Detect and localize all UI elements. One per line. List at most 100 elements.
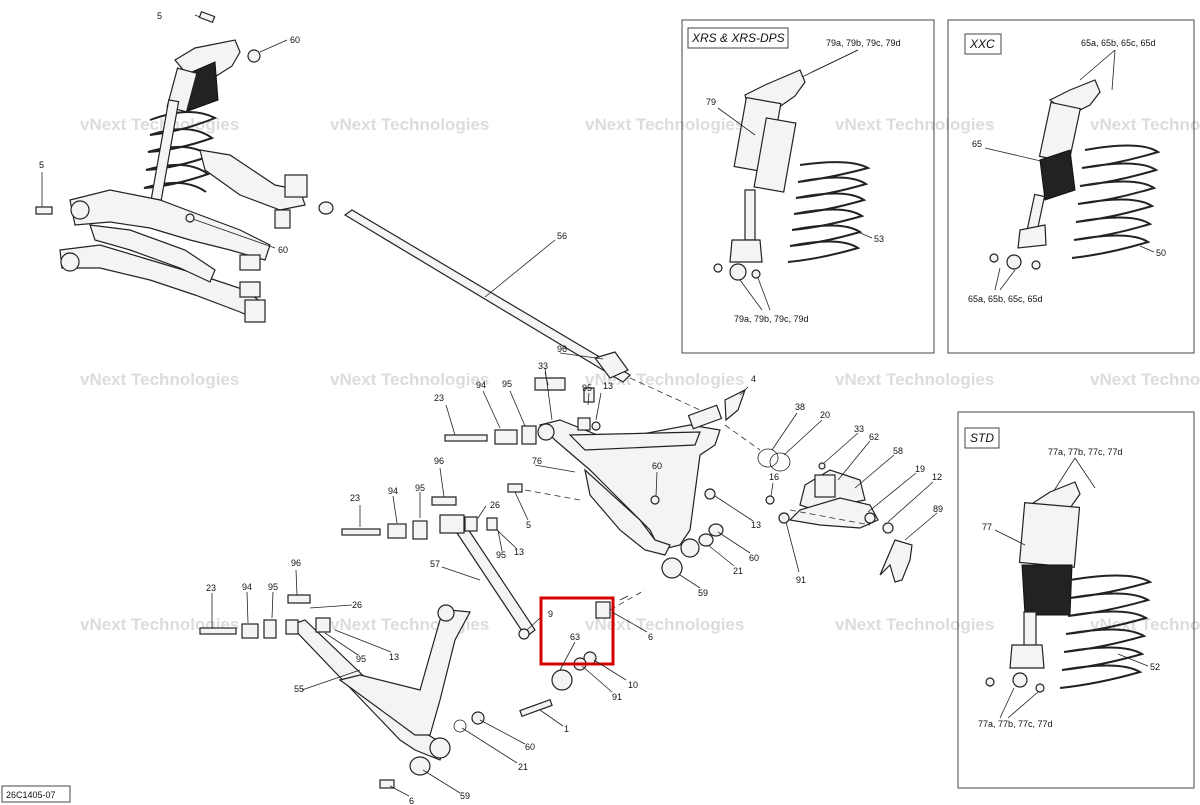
xxc-spring-label: 50: [1156, 248, 1166, 258]
drawing-code: 26C1405-07: [6, 790, 56, 800]
xxc-frame: [947, 19, 1195, 354]
xxc-option-box: XXC 65a, 65b, 65c, 65d 65a, 65b, 65c, 65…: [947, 19, 1195, 354]
std-shock-label: 77: [982, 522, 992, 532]
callout-1: 1: [564, 724, 569, 734]
callout-26: 26: [352, 600, 362, 610]
xrs-frame: [681, 19, 935, 354]
leader-lines: [211, 352, 938, 797]
callout-60: 60: [525, 742, 535, 752]
callout-63: 63: [570, 632, 580, 642]
callout-33: 33: [538, 361, 548, 371]
std-option-box: STD 77a, 77b, 77c, 77d 77a, 77b, 77c, 77…: [957, 411, 1195, 789]
drive-shaft: [343, 209, 701, 411]
watermark: vNext Technologies: [835, 615, 994, 634]
callout-23: 23: [434, 393, 444, 403]
upper-a-arm: [444, 377, 747, 579]
callout-5: 5: [39, 160, 44, 170]
callout-94: 94: [388, 486, 398, 496]
xxc-ref-bottom: 65a, 65b, 65c, 65d: [968, 294, 1043, 304]
callout-95: 95: [415, 483, 425, 493]
xxc-title-frame: [964, 33, 1002, 55]
callout-10: 10: [628, 680, 638, 690]
callout-76: 76: [532, 456, 542, 466]
callout-4: 4: [751, 374, 756, 384]
std-ref-top: 77a, 77b, 77c, 77d: [1048, 447, 1123, 457]
callout-6: 6: [648, 632, 653, 642]
steering-knuckle: [724, 424, 913, 583]
callout-23: 23: [206, 583, 216, 593]
xxc-shock-label: 65: [972, 139, 982, 149]
callout-13: 13: [514, 547, 524, 557]
front-suspension-assembly: [35, 11, 334, 323]
callout-labels: 5 60 5 60 56 96 33 23 94 95 95 13 4 38 2…: [39, 11, 943, 805]
callout-94: 94: [476, 380, 486, 390]
callout-33: 33: [854, 424, 864, 434]
xrs-title-frame: [687, 27, 789, 49]
xrs-ref-bottom: 79a, 79b, 79c, 79d: [734, 314, 809, 324]
callout-94: 94: [242, 582, 252, 592]
lower-ball-joint-parts: [519, 589, 646, 718]
callout-95: 95: [496, 550, 506, 560]
callout-38: 38: [795, 402, 805, 412]
callout-60: 60: [749, 553, 759, 563]
callout-12: 12: [932, 472, 942, 482]
callout-96: 96: [291, 558, 301, 568]
watermark: vNext Technologies: [585, 115, 744, 134]
std-title: STD: [970, 431, 994, 445]
xrs-spring-label: 53: [874, 234, 884, 244]
callout-95: 95: [502, 379, 512, 389]
callout-13: 13: [751, 520, 761, 530]
xxc-title: XXC: [969, 37, 995, 51]
std-ref-bottom: 77a, 77b, 77c, 77d: [978, 719, 1053, 729]
callout-13: 13: [389, 652, 399, 662]
radius-rod: [341, 496, 536, 640]
watermark: vNext Technologies: [1090, 370, 1200, 389]
callout-5: 5: [157, 11, 162, 21]
drawing-code-box: 26C1405-07: [1, 785, 71, 803]
callout-5: 5: [526, 520, 531, 530]
watermark: vNext Technologies: [835, 115, 994, 134]
callout-21: 21: [518, 762, 528, 772]
callout-91: 91: [612, 692, 622, 702]
watermark: vNext Technologies: [80, 115, 239, 134]
callout-95: 95: [582, 383, 592, 393]
callout-16: 16: [769, 472, 779, 482]
xrs-title: XRS & XRS-DPS: [691, 31, 785, 45]
callout-89: 89: [933, 504, 943, 514]
callout-23: 23: [350, 493, 360, 503]
callout-96: 96: [434, 456, 444, 466]
callout-21: 21: [733, 566, 743, 576]
callout-60: 60: [652, 461, 662, 471]
watermark: vNext Technologies: [330, 115, 489, 134]
callout-13: 13: [603, 381, 613, 391]
callout-56: 56: [557, 231, 567, 241]
std-title-frame: [964, 427, 1000, 449]
callout-62: 62: [869, 432, 879, 442]
callout-59: 59: [698, 588, 708, 598]
callout-60: 60: [278, 245, 288, 255]
callout-20: 20: [820, 410, 830, 420]
watermark: vNext Technologies: [80, 370, 239, 389]
watermark: vNext Technologies: [330, 370, 489, 389]
callout-96: 96: [557, 344, 567, 354]
callout-6: 6: [409, 796, 414, 805]
std-spring-label: 52: [1150, 662, 1160, 672]
callout-91: 91: [796, 575, 806, 585]
callout-9: 9: [548, 609, 553, 619]
watermark: vNext Technologies: [835, 370, 994, 389]
callout-19: 19: [915, 464, 925, 474]
callout-60: 60: [290, 35, 300, 45]
xrs-option-box: XRS & XRS-DPS 79a, 79b, 79c, 79d 79a, 79…: [681, 19, 935, 354]
xrs-shock-label: 79: [706, 97, 716, 107]
callout-59: 59: [460, 791, 470, 801]
xxc-ref-top: 65a, 65b, 65c, 65d: [1081, 38, 1156, 48]
std-frame: [957, 411, 1195, 789]
watermark: vNext Technologies: [1090, 115, 1200, 134]
callout-26: 26: [490, 500, 500, 510]
callout-95: 95: [356, 654, 366, 664]
callout-57: 57: [430, 559, 440, 569]
callout-55: 55: [294, 684, 304, 694]
highlight-box-63: [539, 596, 615, 666]
xrs-ref-top: 79a, 79b, 79c, 79d: [826, 38, 901, 48]
